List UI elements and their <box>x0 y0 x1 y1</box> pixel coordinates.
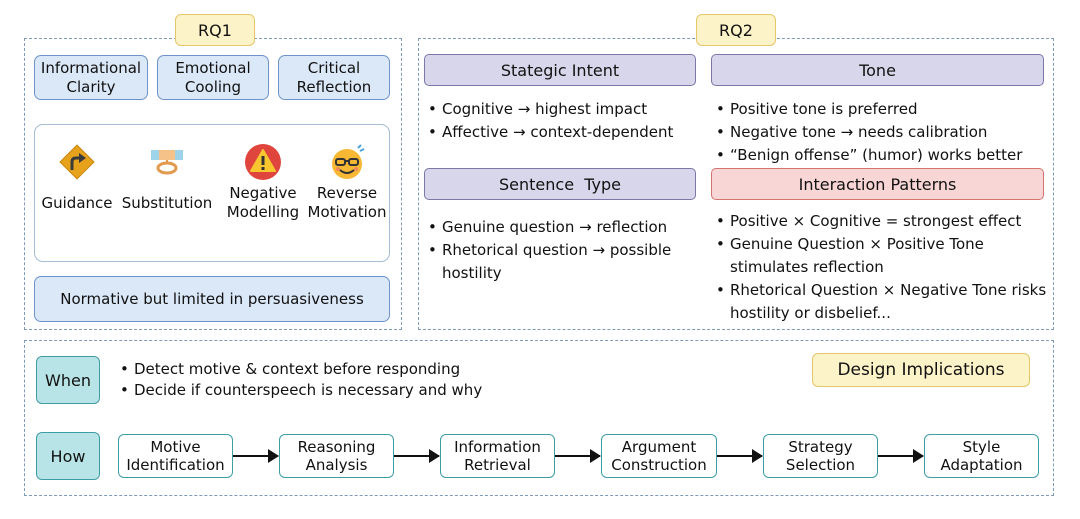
strategy-label: Substitution <box>121 194 213 212</box>
how-label: How <box>36 432 100 480</box>
design-section <box>24 340 1054 496</box>
sentence-type-list: Genuine question → reflection Rhetorical… <box>428 216 698 285</box>
strategy-guidance: Guidance <box>34 142 120 213</box>
list-item: Negative tone → needs calibration <box>716 121 1052 144</box>
design-implications-tag: Design Implications <box>812 353 1030 387</box>
step-information-retrieval: Information Retrieval <box>440 434 555 478</box>
rq2-tag: RQ2 <box>696 14 776 46</box>
list-item: Positive tone is preferred <box>716 98 1052 121</box>
step-strategy-selection: Strategy Selection <box>763 434 878 478</box>
flow-arrow <box>233 449 279 463</box>
strategy-label: Negative Modelling <box>226 184 300 221</box>
list-item: Rhetorical question → possible hostility <box>428 239 698 285</box>
tone-list: Positive tone is preferred Negative tone… <box>716 98 1052 167</box>
list-item: Cognitive → highest impact <box>428 98 708 121</box>
step-style-adaptation: Style Adaptation <box>924 434 1039 478</box>
list-item: Affective → context-dependent <box>428 121 708 144</box>
list-item: Genuine question → reflection <box>428 216 698 239</box>
warning-icon <box>245 144 281 180</box>
tone-header: Tone <box>711 54 1044 86</box>
list-item: Detect motive & context before respondin… <box>120 359 680 380</box>
substitution-icon <box>151 150 183 175</box>
interaction-patterns-header: Interaction Patterns <box>711 168 1044 200</box>
list-item: Rhetorical Question × Negative Tone risk… <box>716 279 1050 325</box>
strategic-intent-list: Cognitive → highest impact Affective → c… <box>428 98 708 144</box>
list-item: Positive × Cognitive = strongest effect <box>716 210 1052 233</box>
sentence-type-header: Sentence Type <box>424 168 696 200</box>
when-list: Detect motive & context before respondin… <box>120 359 680 401</box>
interaction-patterns-list: Positive × Cognitive = strongest effect … <box>716 210 1052 325</box>
list-item: Genuine Question × Positive Tone stimula… <box>716 233 1030 279</box>
flow-arrow <box>878 449 924 463</box>
flow-arrow <box>717 449 763 463</box>
when-label: When <box>36 356 100 404</box>
step-motive-identification: Motive Identification <box>118 434 233 478</box>
strategy-reverse-motivation: Reverse Motivation <box>304 142 390 222</box>
guidance-sign-icon <box>59 144 95 180</box>
strategic-intent-header: Stategic Intent <box>424 54 696 86</box>
flow-arrow <box>555 449 601 463</box>
strategy-substitution: Substitution <box>120 142 214 213</box>
strategies-panel <box>34 124 390 262</box>
step-argument-construction: Argument Construction <box>601 434 717 478</box>
rq1-summary: Normative but limited in persuasiveness <box>34 276 390 322</box>
strategy-negative-modelling: Negative Modelling <box>216 142 310 222</box>
list-item: Decide if counterspeech is necessary and… <box>120 380 680 401</box>
list-item: “Benign offense” (humor) works better <box>716 144 1052 167</box>
step-reasoning-analysis: Reasoning Analysis <box>279 434 394 478</box>
smiling-face-icon <box>332 144 365 179</box>
rq1-tag: RQ1 <box>175 14 255 46</box>
effect-emotional-cooling: Emotional Cooling <box>157 55 269 100</box>
effect-critical-reflection: Critical Reflection <box>278 55 390 100</box>
effect-informational-clarity: Informational Clarity <box>34 55 148 100</box>
strategy-label: Reverse Motivation <box>307 184 387 221</box>
flow-arrow <box>394 449 440 463</box>
strategy-label: Guidance <box>41 194 113 212</box>
